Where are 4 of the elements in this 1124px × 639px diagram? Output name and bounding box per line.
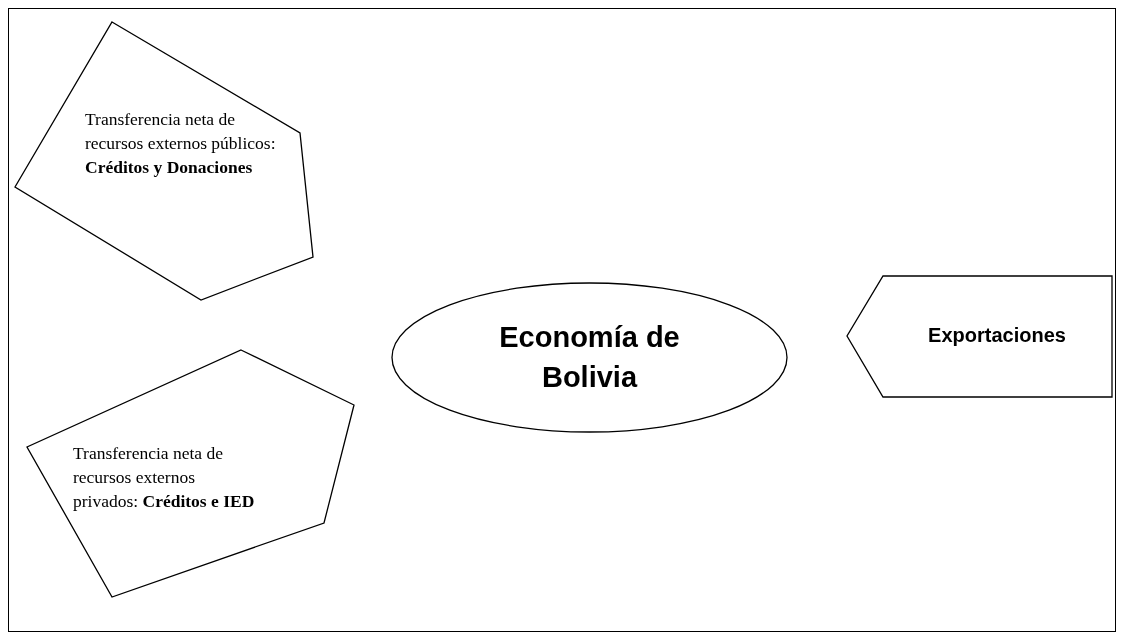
node-text: Economía de Bolivia — [498, 320, 681, 395]
node-text: Transferencia neta de recursos externos privados: Créditos e IED — [73, 442, 256, 513]
node-text: Transferencia neta de recursos externos públicos: Créditos y Donaciones — [85, 108, 277, 179]
node-text: Exportaciones — [927, 323, 1067, 347]
